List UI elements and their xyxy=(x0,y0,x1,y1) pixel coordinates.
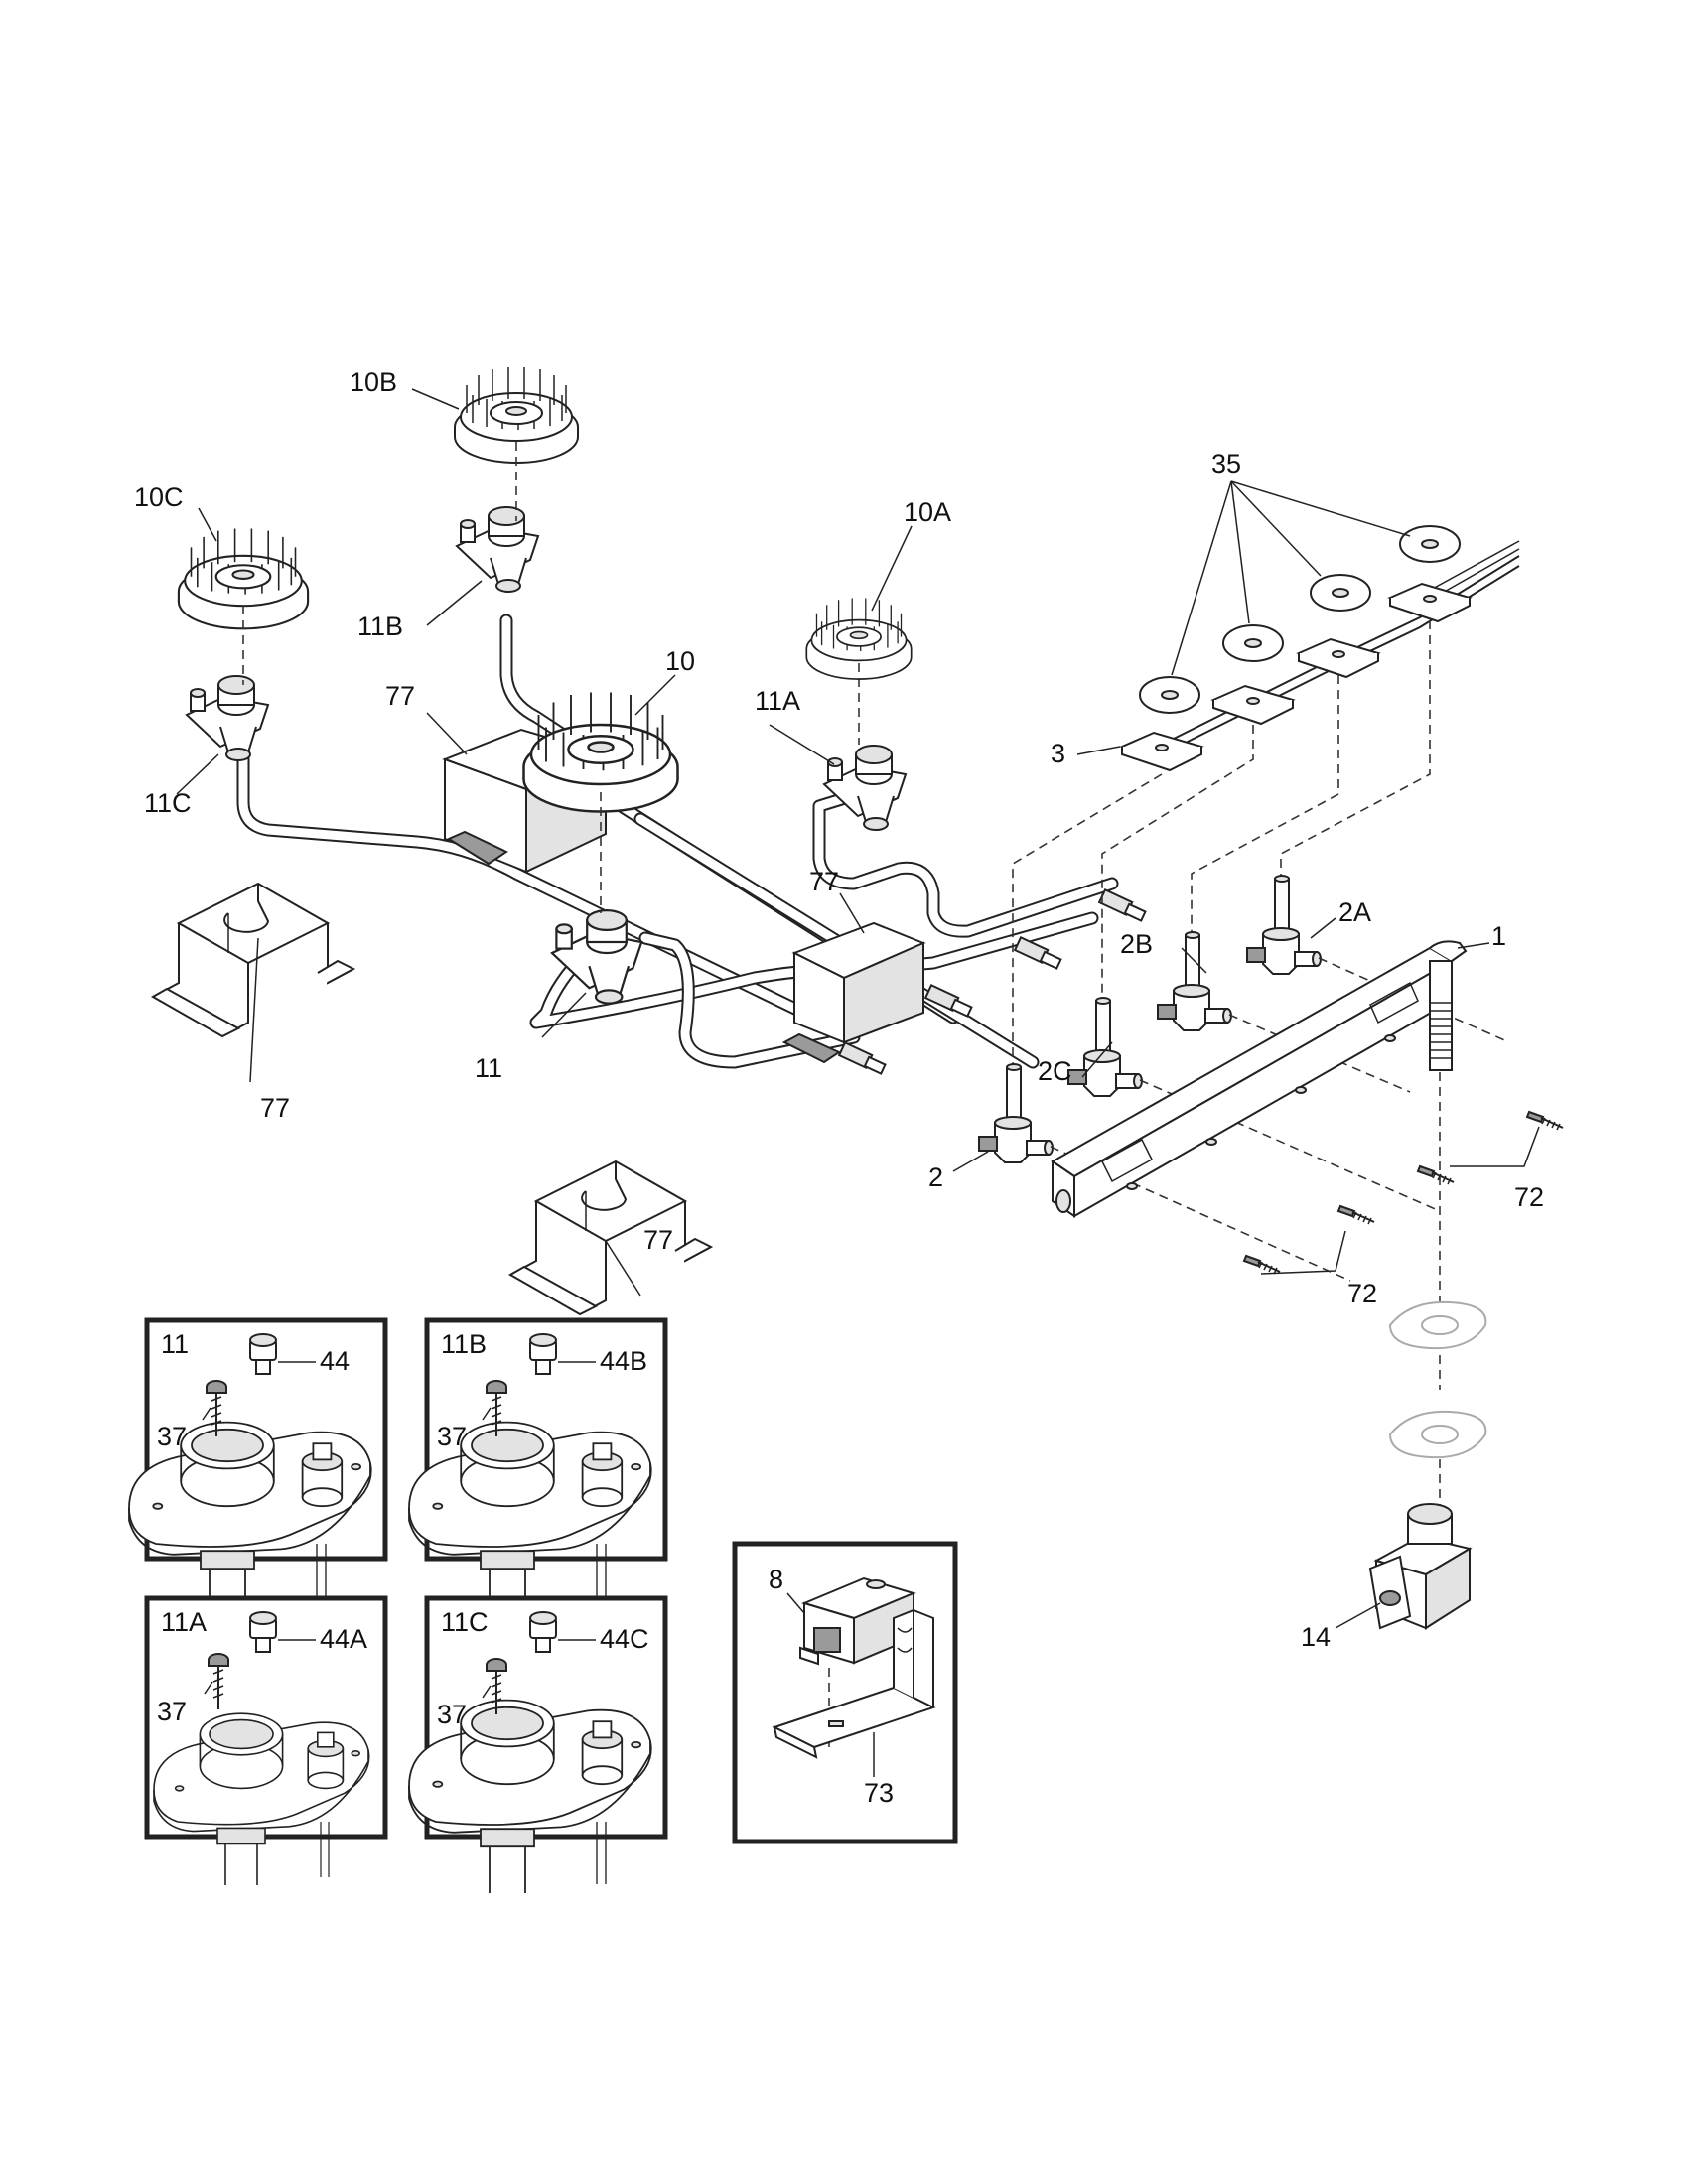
seal-pad-3 xyxy=(1298,638,1379,678)
valve-alignment-lines xyxy=(1012,620,1431,1072)
mounting-bracket xyxy=(772,1608,936,1759)
gasket-upper xyxy=(1388,1300,1487,1350)
burner-alignment-lines xyxy=(242,442,860,913)
label-77-top-left: 77 xyxy=(385,681,415,711)
inset-11A-orifice-label: 44A xyxy=(320,1624,367,1654)
inset-11-orifice-label: 44 xyxy=(320,1346,350,1376)
inset-11B-screw-label: 37 xyxy=(437,1422,467,1451)
burner-base-11B xyxy=(456,506,539,593)
inset-11A-screw-label: 37 xyxy=(157,1697,187,1726)
valve-2B xyxy=(1157,931,1232,1031)
inset-11B-title: 11B xyxy=(441,1329,487,1359)
valve-2A xyxy=(1246,875,1322,975)
label-11A: 11A xyxy=(755,686,800,716)
burner-base-11A xyxy=(823,745,907,831)
label-10: 10 xyxy=(665,646,695,676)
label-72-lower: 72 xyxy=(1347,1279,1377,1308)
valve-2C xyxy=(1067,997,1143,1097)
inset-11C-screw-label: 37 xyxy=(437,1700,467,1729)
label-2A: 2A xyxy=(1338,897,1371,927)
inset-11-title: 11 xyxy=(161,1329,189,1359)
screw-72-c xyxy=(1526,1111,1564,1131)
inset-igniter-module: 8 73 xyxy=(732,1541,958,1844)
bracket-77-center xyxy=(509,1160,712,1315)
label-2: 2 xyxy=(928,1162,943,1192)
inset-11B-orifice-label: 44B xyxy=(600,1346,647,1376)
screw-72-a xyxy=(1337,1205,1375,1225)
label-11C: 11C xyxy=(144,788,192,818)
label-11B: 11B xyxy=(357,612,403,641)
seal-pad-1 xyxy=(1121,732,1202,771)
inset-11A-title: 11A xyxy=(161,1607,207,1637)
label-10B: 10B xyxy=(350,367,397,397)
inset-bracket-label: 73 xyxy=(864,1778,894,1808)
cap-disc-1 xyxy=(1139,676,1200,714)
gas-tubes xyxy=(236,614,1119,1069)
inset-igniter-module-label: 8 xyxy=(769,1565,783,1594)
inset-11B: 11B 44B 37 xyxy=(408,1317,668,1616)
seal-pad-4 xyxy=(1389,583,1471,622)
label-1: 1 xyxy=(1491,921,1506,951)
seal-pad-2 xyxy=(1212,685,1294,725)
label-11: 11 xyxy=(475,1053,502,1083)
inset-11A: 11A 44A 37 xyxy=(144,1595,388,1886)
label-77-center-bracket: 77 xyxy=(643,1225,673,1255)
label-72-right: 72 xyxy=(1514,1182,1544,1212)
pressure-regulator xyxy=(1368,1459,1473,1630)
bracket-77-left xyxy=(152,883,354,1037)
callout-labels: 10B 10C 10A 35 11B 77 10 11A 11C 3 77 2A… xyxy=(134,367,1544,1652)
cap-disc-3 xyxy=(1310,574,1371,612)
label-2C: 2C xyxy=(1038,1056,1072,1086)
label-35: 35 xyxy=(1211,449,1241,478)
spark-module xyxy=(799,1576,916,1666)
label-77-left-bracket: 77 xyxy=(260,1093,290,1123)
label-2B: 2B xyxy=(1120,929,1153,959)
inset-11-screw-label: 37 xyxy=(157,1422,187,1451)
label-10A: 10A xyxy=(904,497,951,527)
inset-11C-title: 11C xyxy=(441,1607,489,1637)
screw-72-d xyxy=(1417,1165,1455,1185)
screw-72-b xyxy=(1243,1255,1281,1275)
inset-11C-orifice-label: 44C xyxy=(600,1624,649,1654)
burner-box-right xyxy=(781,921,926,1064)
burner-base-11C xyxy=(186,675,269,761)
inset-11C: 11C 44C 37 xyxy=(408,1595,668,1894)
label-10C: 10C xyxy=(134,482,184,512)
label-3: 3 xyxy=(1051,739,1065,768)
inset-11: 11 44 37 xyxy=(128,1317,388,1616)
cap-disc-2 xyxy=(1222,624,1284,662)
cap-disc-4 xyxy=(1399,525,1461,563)
main-assembly: 10B 10C 10A 35 11B 77 10 11A 11C 3 77 2A… xyxy=(134,366,1564,1652)
label-14: 14 xyxy=(1301,1622,1331,1652)
leader-lines xyxy=(176,388,1540,1629)
label-77-middle: 77 xyxy=(809,867,839,896)
manifold-pipe xyxy=(1051,940,1468,1218)
gasket-lower xyxy=(1388,1410,1487,1459)
